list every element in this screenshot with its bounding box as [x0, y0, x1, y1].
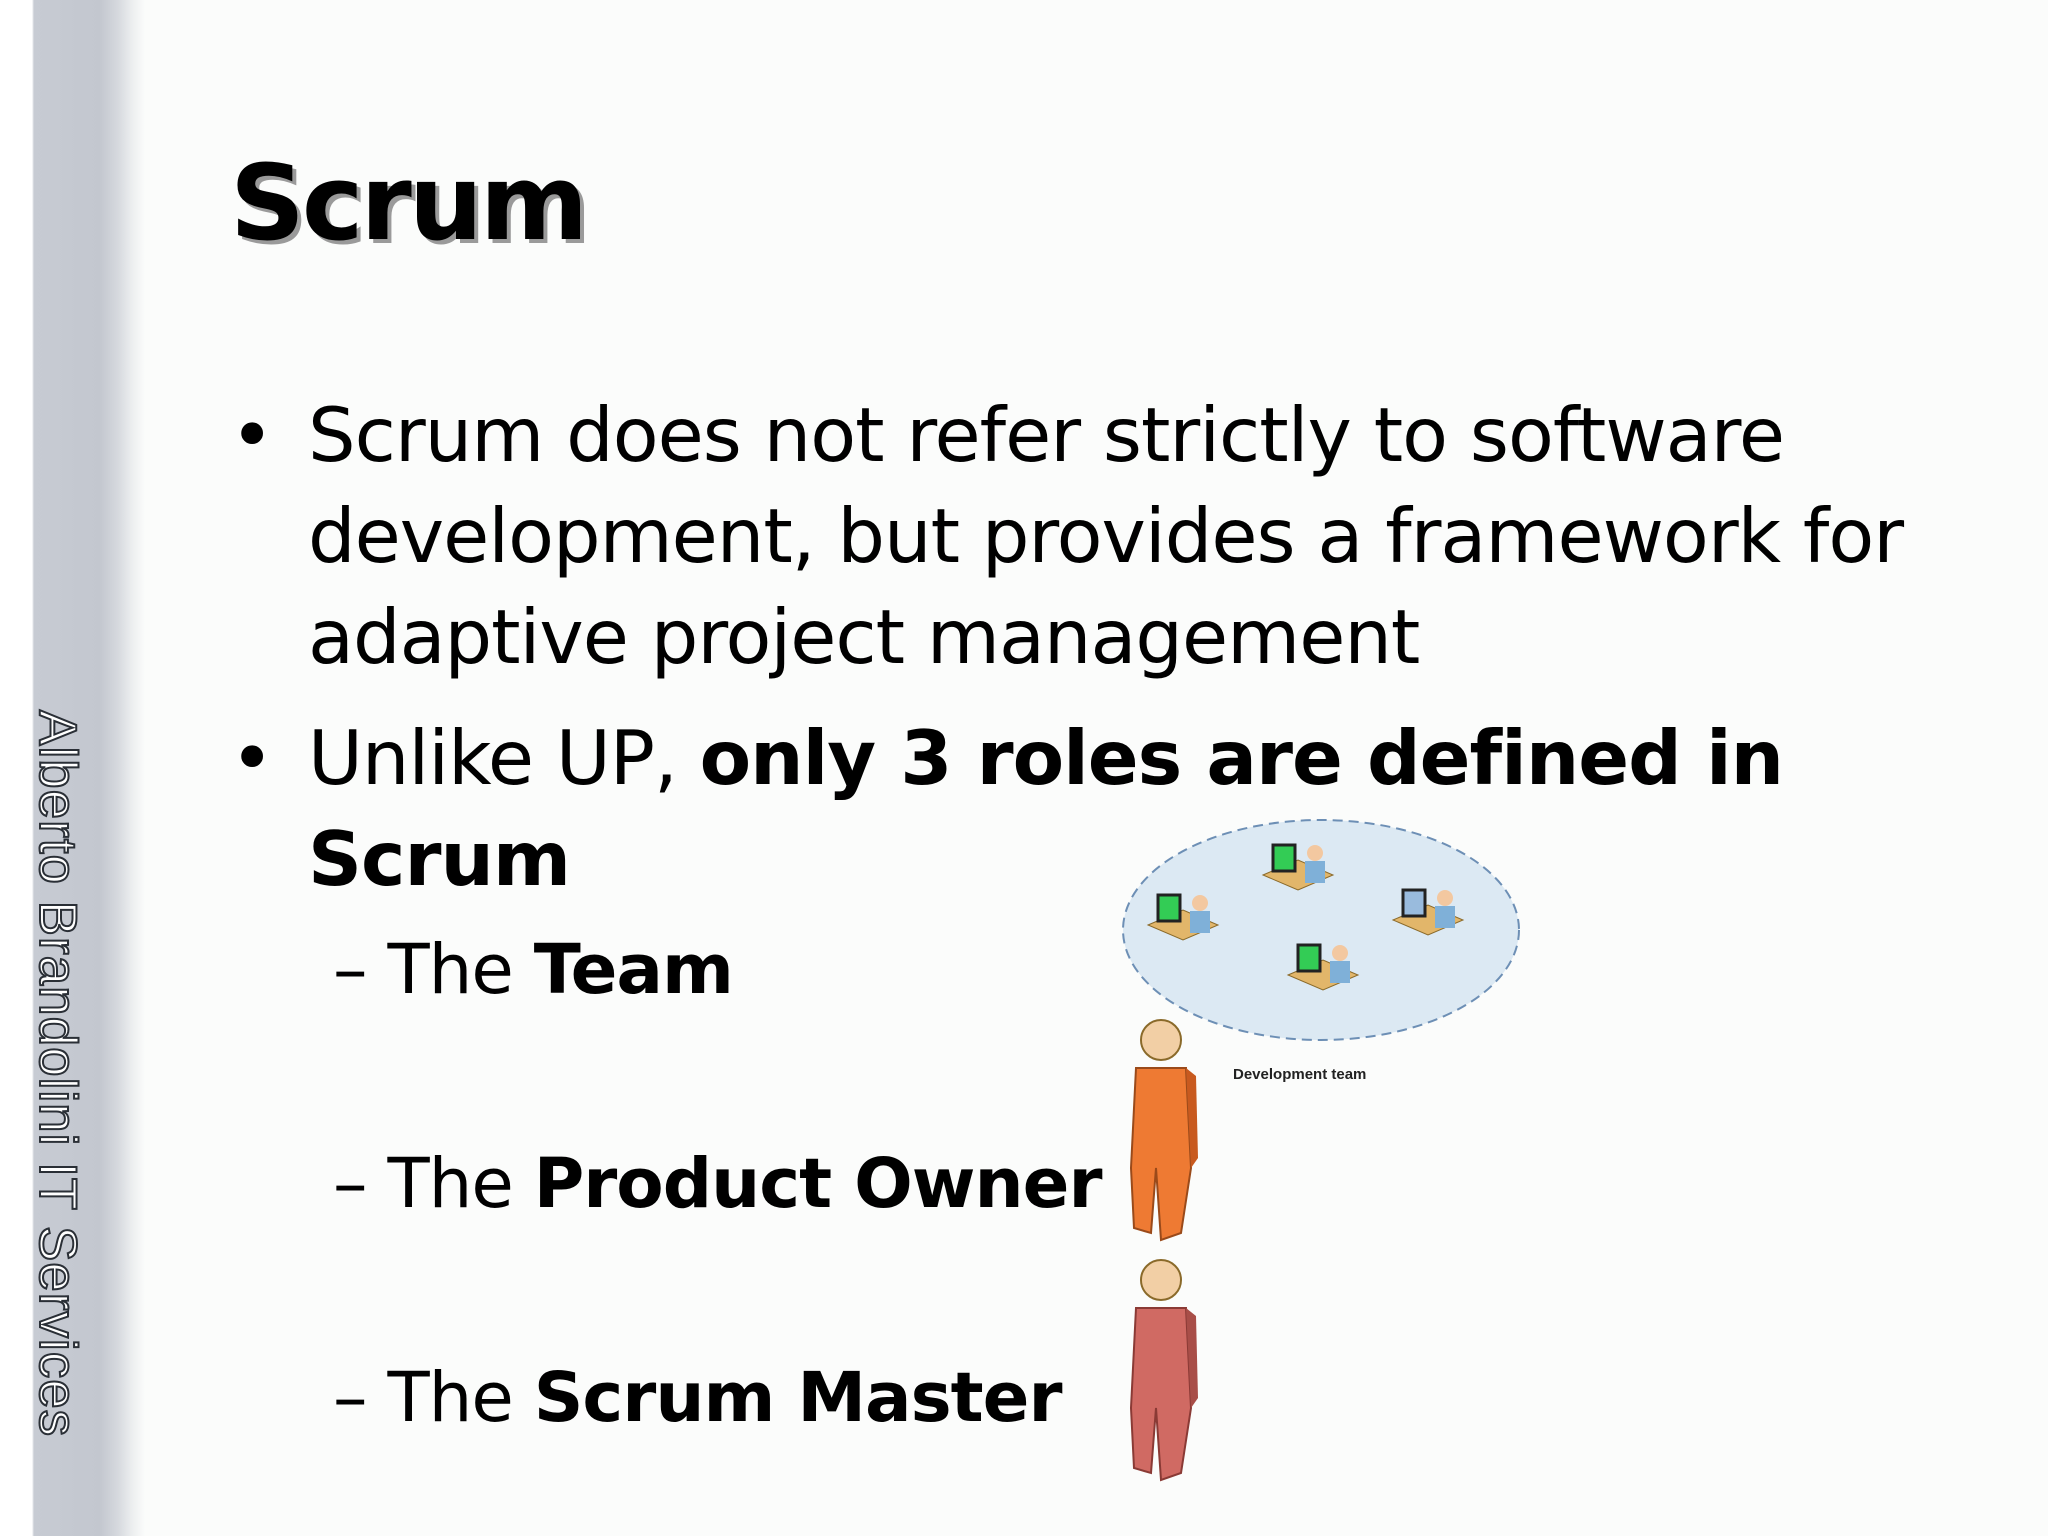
sidebar: Alberto Brandolini IT Services	[0, 0, 145, 1536]
bullet-lead-text: Unlike UP,	[308, 714, 700, 802]
role-prefix: The	[387, 930, 534, 1010]
role-name: Scrum Master	[533, 1358, 1063, 1438]
development-team-illustration	[1122, 819, 1520, 1041]
scrum-master-person-icon	[1129, 1259, 1198, 1482]
bullet-item: • Unlike UP, only 3 roles are defined in…	[230, 708, 1960, 910]
role-item-scrum-master: – The Scrum Master	[333, 1358, 1063, 1438]
bullet-bold-text: only 3 roles are defined in Scrum	[308, 714, 1784, 903]
role-dash: –	[333, 930, 367, 1010]
workstation-icon	[1286, 943, 1360, 991]
role-name: Team	[533, 930, 734, 1010]
workstation-icon	[1261, 843, 1335, 891]
bullet-text: Scrum does not refer strictly to softwar…	[308, 391, 1904, 681]
bullet-marker: •	[230, 714, 274, 802]
product-owner-person-icon	[1129, 1019, 1198, 1242]
sidebar-vertical-text: Alberto Brandolini IT Services	[27, 709, 88, 1438]
bullet-list: • Scrum does not refer strictly to softw…	[230, 385, 1960, 910]
team-caption: Development team	[1233, 1066, 1367, 1083]
slide-title: Scrum	[230, 142, 588, 264]
bullet-item: • Scrum does not refer strictly to softw…	[230, 385, 1960, 688]
role-prefix: The	[387, 1144, 534, 1224]
role-prefix: The	[387, 1358, 534, 1438]
team-ellipse	[1122, 819, 1520, 1041]
role-dash: –	[333, 1144, 367, 1224]
role-item-team: – The Team	[333, 930, 734, 1010]
role-item-product-owner: – The Product Owner	[333, 1144, 1103, 1224]
bullet-marker: •	[230, 391, 274, 479]
role-dash: –	[333, 1358, 367, 1438]
role-name: Product Owner	[533, 1144, 1103, 1224]
workstation-icon	[1146, 893, 1220, 941]
workstation-icon	[1391, 888, 1465, 936]
